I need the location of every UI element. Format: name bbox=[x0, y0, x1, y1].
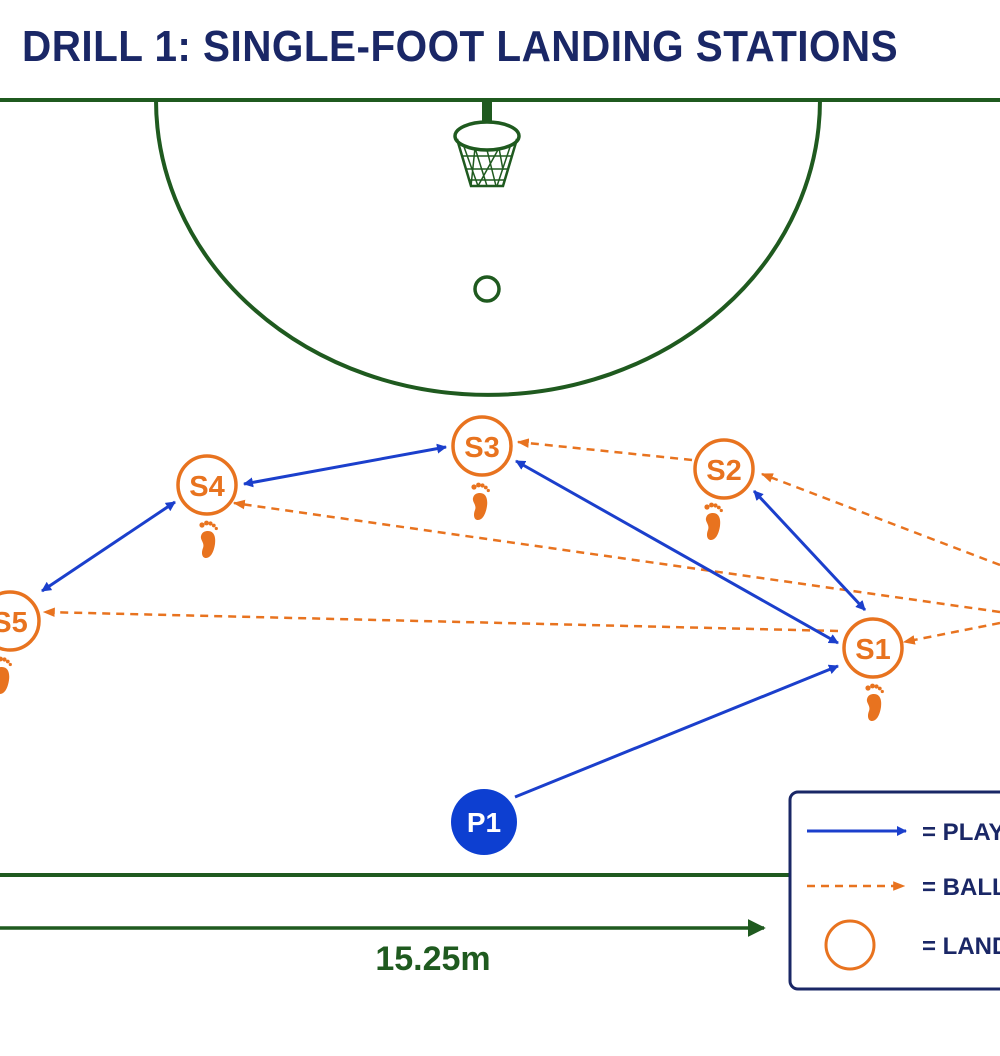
footprint-icon bbox=[865, 683, 884, 721]
ball-path-to-s4 bbox=[232, 499, 1000, 614]
page-title: DRILL 1: SINGLE-FOOT LANDING STATIONS bbox=[22, 22, 899, 71]
player-path-p1-to-s1 bbox=[514, 664, 839, 799]
footprint-icon bbox=[704, 502, 723, 540]
basket-icon bbox=[453, 100, 521, 188]
legend-landing-station-icon bbox=[824, 919, 876, 971]
station-s2[interactable]: S2 bbox=[693, 438, 755, 540]
station-label: S3 bbox=[464, 432, 499, 464]
ball-path-s2-to-s3 bbox=[516, 438, 693, 462]
station-s1[interactable]: S1 bbox=[842, 617, 904, 721]
player-path-s1-s3 bbox=[515, 459, 839, 645]
dimension-label: 15.25m bbox=[375, 940, 490, 978]
ball-path-to-s5 bbox=[42, 607, 839, 633]
legend: = PLAY = BALL = LAND bbox=[788, 790, 1000, 991]
player-path-s4-s5 bbox=[41, 500, 176, 593]
legend-landing-station-label: = LAND bbox=[922, 933, 1000, 960]
footprint-icon bbox=[0, 656, 12, 694]
station-label: S1 bbox=[855, 634, 890, 666]
station-label: S5 bbox=[0, 607, 28, 639]
player-p1[interactable]: P1 bbox=[451, 789, 517, 855]
station-s3[interactable]: S3 bbox=[451, 415, 513, 520]
footprint-icon bbox=[199, 520, 218, 558]
court-spot bbox=[473, 275, 501, 303]
player-paths bbox=[41, 443, 867, 799]
player-path-s1-s2 bbox=[752, 489, 867, 612]
station-s5[interactable]: S5 bbox=[0, 590, 41, 694]
legend-player-path-label: = PLAY bbox=[922, 819, 1000, 846]
ball-path-to-s1 bbox=[902, 621, 1000, 645]
station-label: S2 bbox=[706, 455, 741, 487]
footprint-icon bbox=[471, 482, 490, 520]
station-s4[interactable]: S4 bbox=[176, 454, 238, 558]
player-label: P1 bbox=[467, 807, 501, 838]
player-path-s3-s4 bbox=[243, 443, 447, 488]
legend-ball-path-label: = BALL bbox=[922, 874, 1000, 901]
station-label: S4 bbox=[189, 471, 224, 503]
ball-path-to-s2 bbox=[760, 472, 1000, 567]
key-arc bbox=[154, 99, 822, 397]
